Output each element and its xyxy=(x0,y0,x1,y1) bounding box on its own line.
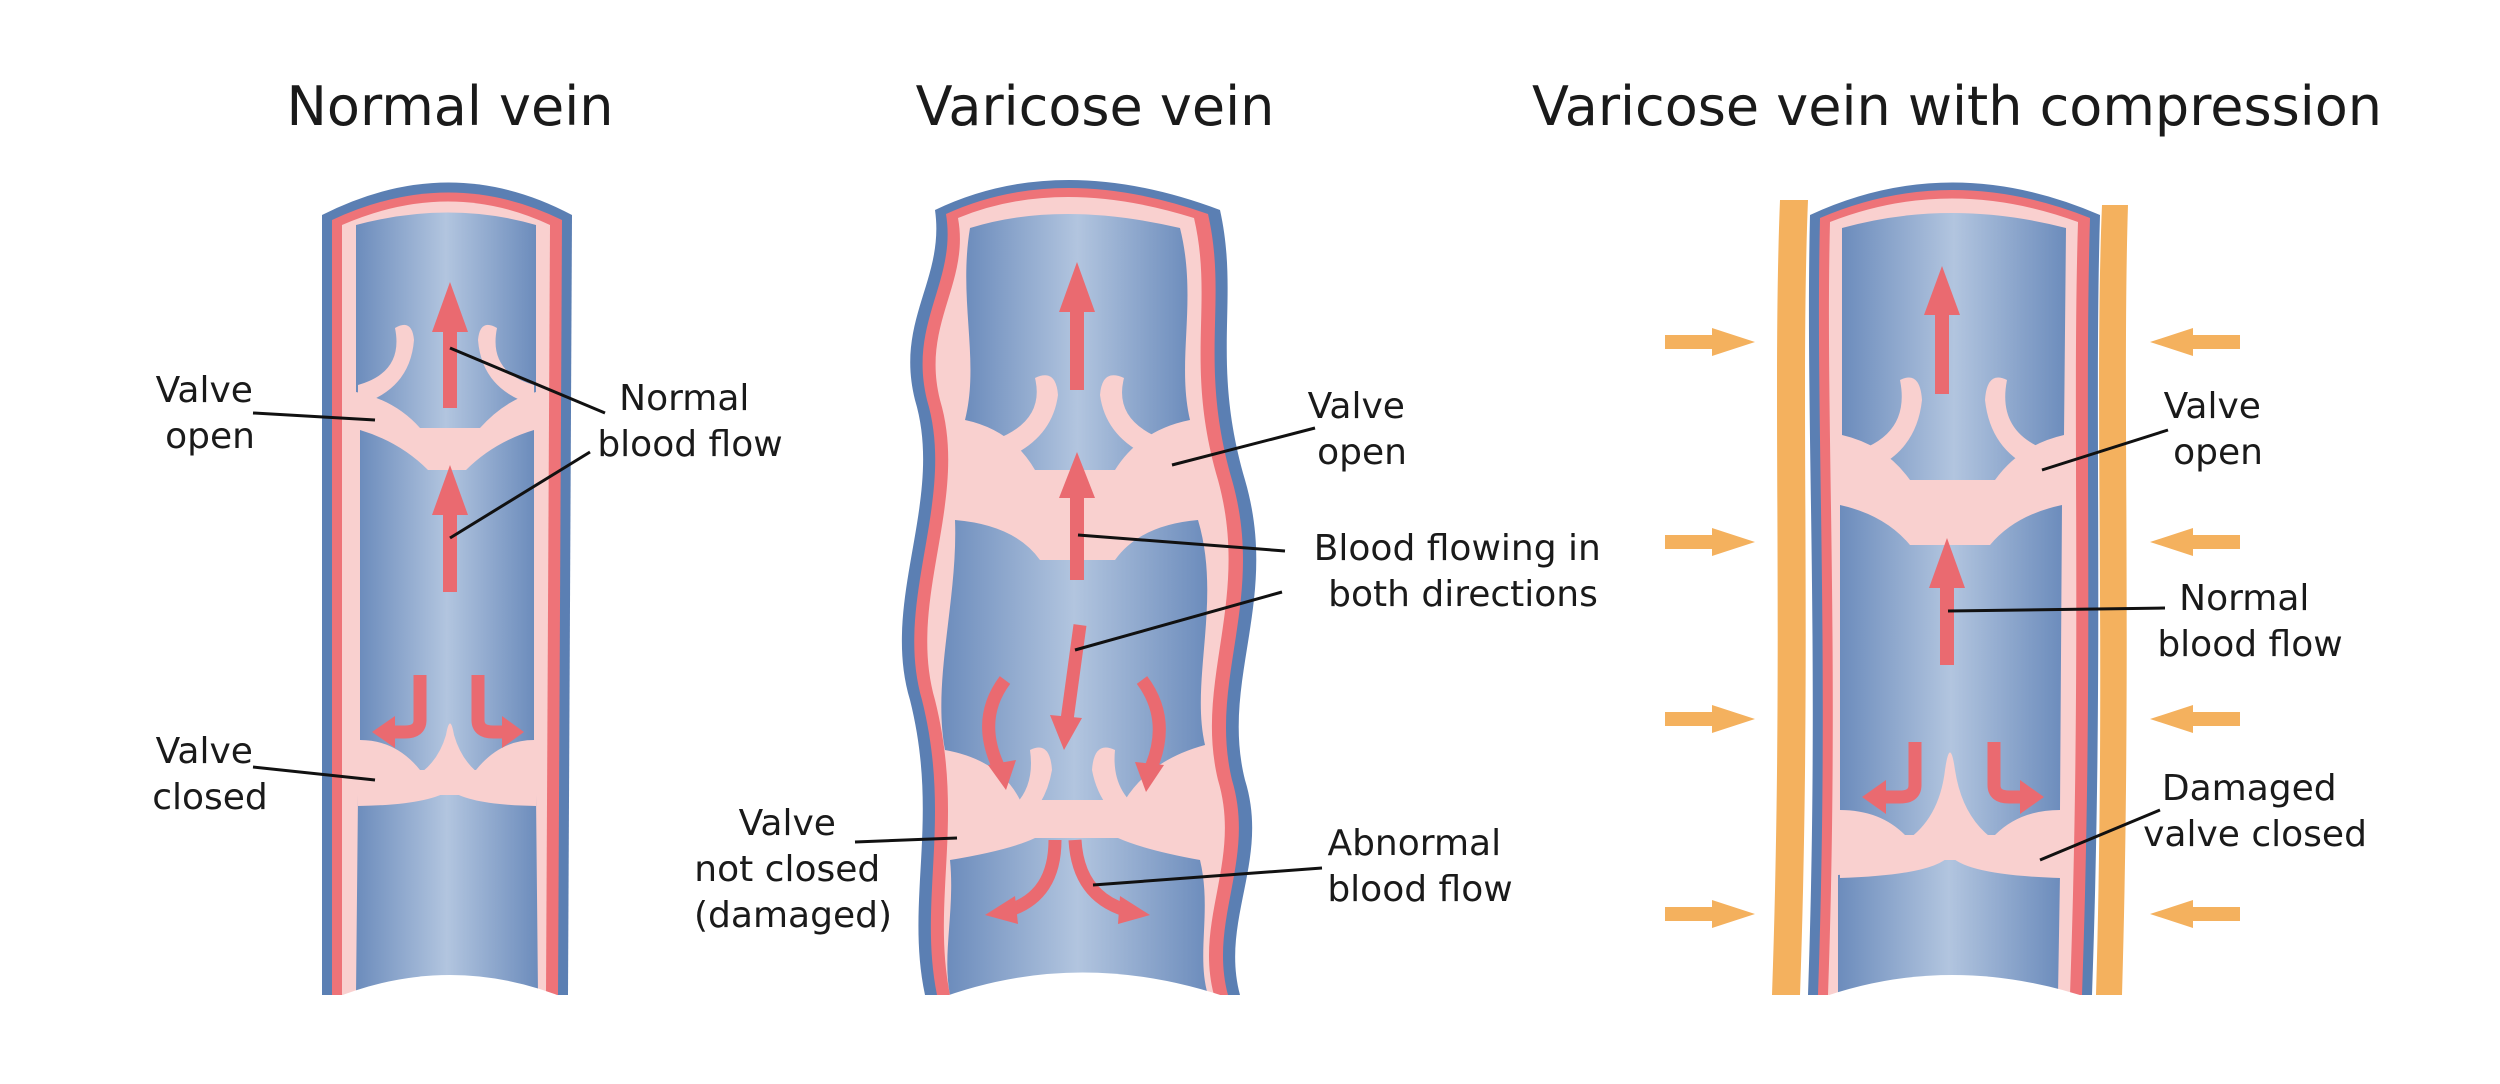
compression-band-right xyxy=(2096,205,2128,995)
compression-arrow-left-1 xyxy=(1665,328,1755,356)
backflow-hook-left xyxy=(1862,742,1922,814)
valve-open-leaflet-left xyxy=(1842,377,1922,478)
panel-title-normal: Normal vein xyxy=(287,75,614,138)
compression-flow-arrow-top xyxy=(1924,266,1960,394)
abnormal-flow-arrow-left xyxy=(985,839,1062,924)
label-valve-open: Valve open xyxy=(156,370,265,457)
vein-lumen-bottom xyxy=(947,838,1208,995)
label-normal-blood-flow: Normal blood flow xyxy=(2157,578,2342,665)
vein-lumen-middle xyxy=(1840,505,2062,835)
panel-title-varicose: Varicose vein xyxy=(916,75,1275,138)
vein-lumen-top xyxy=(1842,213,2066,480)
valve-open-leaflet-left xyxy=(358,324,414,405)
compression-arrow-right-2 xyxy=(2150,528,2240,556)
panel-varicose-vein-compression: Varicose vein with compression xyxy=(1532,75,2382,1010)
panel-normal-vein: Normal vein xyxy=(152,75,783,1010)
backflow-hook-right xyxy=(471,675,524,748)
abnormal-flow-arrow-right xyxy=(1068,839,1150,924)
downward-flow-arrow xyxy=(1050,624,1087,750)
label-valve-open: Valve open xyxy=(2164,386,2273,473)
compression-arrow-right-3 xyxy=(2150,705,2240,733)
label-valve-open: Valve open xyxy=(1308,386,1417,473)
label-normal-blood-flow: Normal blood flow xyxy=(597,378,782,465)
varicose-vein-body xyxy=(901,180,1257,1010)
label-valve-closed: Valve closed xyxy=(152,731,268,818)
valve-open-leaflet-right xyxy=(1100,375,1195,470)
compression-arrow-left-4 xyxy=(1665,900,1755,928)
vein-lumen-middle xyxy=(360,430,534,770)
vein-opening xyxy=(330,975,570,1010)
valve-damaged-leaflet-left xyxy=(950,747,1052,850)
compression-band-left xyxy=(1772,200,1808,995)
swirl-arrow-left xyxy=(982,676,1016,790)
vein-lumen-bottom xyxy=(1838,860,2060,995)
label-blood-flowing-both-directions: Blood flowing in both directions xyxy=(1314,528,1613,615)
normal-flow-arrow-lower xyxy=(432,465,468,592)
panel-varicose-vein: Varicose vein xyxy=(694,75,1613,1010)
label-damaged-valve-closed: Damaged valve closed xyxy=(2143,768,2367,855)
valve-open-leaflet-right xyxy=(478,324,534,405)
valve-damaged-leaflet-right xyxy=(1092,747,1205,850)
upward-flow-arrow-top xyxy=(1059,262,1095,390)
label-valve-not-closed: Valve not closed (damaged) xyxy=(694,803,892,936)
valve-damaged-closed-leaflet xyxy=(1840,752,2060,878)
valve-open-leaflet-left xyxy=(965,375,1058,470)
valve-open-leaflet-right xyxy=(1985,377,2064,478)
backflow-hook-left xyxy=(372,675,427,748)
panel-title-compression: Varicose vein with compression xyxy=(1532,75,2382,138)
vein-opening xyxy=(935,972,1235,1010)
compression-flow-arrow-middle xyxy=(1929,538,1965,665)
compression-arrow-left-2 xyxy=(1665,528,1755,556)
valve-closed-leaflet xyxy=(358,723,536,806)
label-abnormal-blood-flow: Abnormal blood flow xyxy=(1327,823,1512,910)
swirl-arrow-right xyxy=(1135,676,1166,792)
compression-arrow-right-4 xyxy=(2150,900,2240,928)
upward-flow-arrow-middle xyxy=(1059,452,1095,580)
compression-arrow-right-1 xyxy=(2150,328,2240,356)
vein-opening xyxy=(1815,975,2095,1010)
compression-arrow-left-3 xyxy=(1665,705,1755,733)
backflow-hook-right xyxy=(1987,742,2044,814)
vein-lumen-bottom xyxy=(356,795,538,995)
